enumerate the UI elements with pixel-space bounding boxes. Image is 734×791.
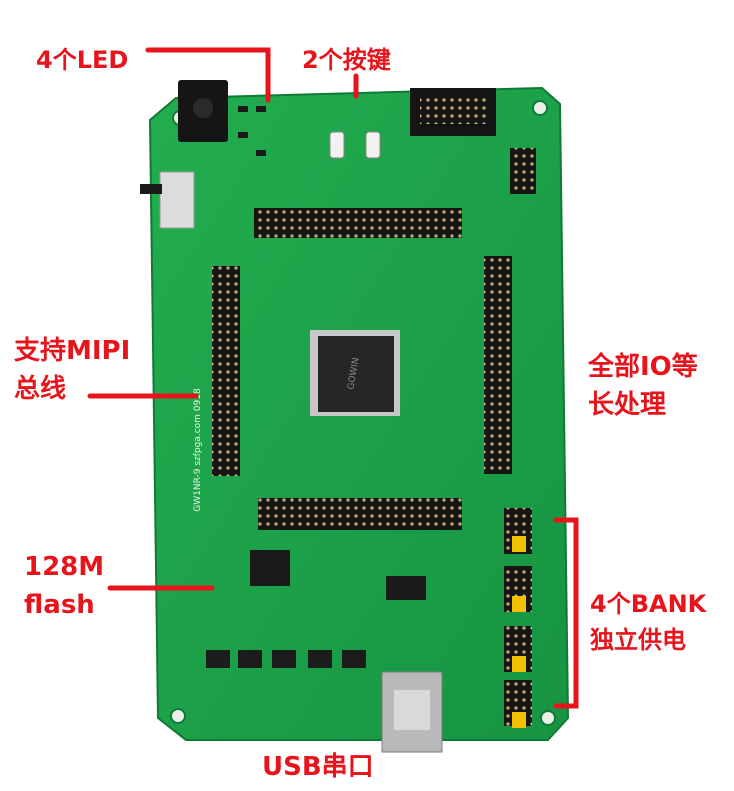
- usb-callout: USB串口: [262, 752, 374, 782]
- bank-callout: 4个BANK 独立供电: [590, 586, 706, 658]
- fpga-chip: GOWIN: [310, 330, 400, 416]
- flash-chip: [250, 550, 290, 586]
- power-switch: [140, 171, 195, 229]
- keys-callout: 2个按键: [302, 46, 391, 74]
- io-line1: 全部IO等: [588, 352, 698, 382]
- top-pin-header: [254, 208, 462, 238]
- usb-connector: [381, 671, 443, 753]
- io-callout: 全部IO等 长处理: [588, 348, 698, 424]
- bank-line2: 独立供电: [590, 626, 686, 654]
- mipi-line2: 总线: [14, 374, 67, 404]
- io-line2: 长处理: [588, 390, 667, 420]
- right-pin-header: [484, 256, 512, 474]
- small-pin-header: [510, 148, 536, 194]
- mipi-line1: 支持MIPI: [14, 336, 131, 366]
- mipi-callout: 支持MIPI 总线: [14, 332, 130, 408]
- jtag-header: [410, 88, 496, 136]
- push-buttons: [329, 131, 381, 159]
- flash-callout: 128M flash: [24, 548, 104, 624]
- dc-power-jack: [178, 80, 228, 142]
- led-group: [238, 106, 266, 156]
- bottom-pin-header: [258, 498, 462, 530]
- regulator-ics: [206, 650, 366, 668]
- led-callout: 4个LED: [36, 46, 129, 74]
- bank-line1: 4个BANK: [590, 590, 707, 618]
- flash-line2: flash: [24, 590, 95, 620]
- flash-line1: 128M: [24, 552, 105, 582]
- left-pin-header: [212, 266, 240, 476]
- small-ic: [386, 576, 426, 600]
- annotation-lines: [87, 47, 579, 709]
- bank-jumpers: [504, 508, 532, 728]
- silkscreen-side: GW1NR-9 szfpga.com 0918: [193, 388, 203, 512]
